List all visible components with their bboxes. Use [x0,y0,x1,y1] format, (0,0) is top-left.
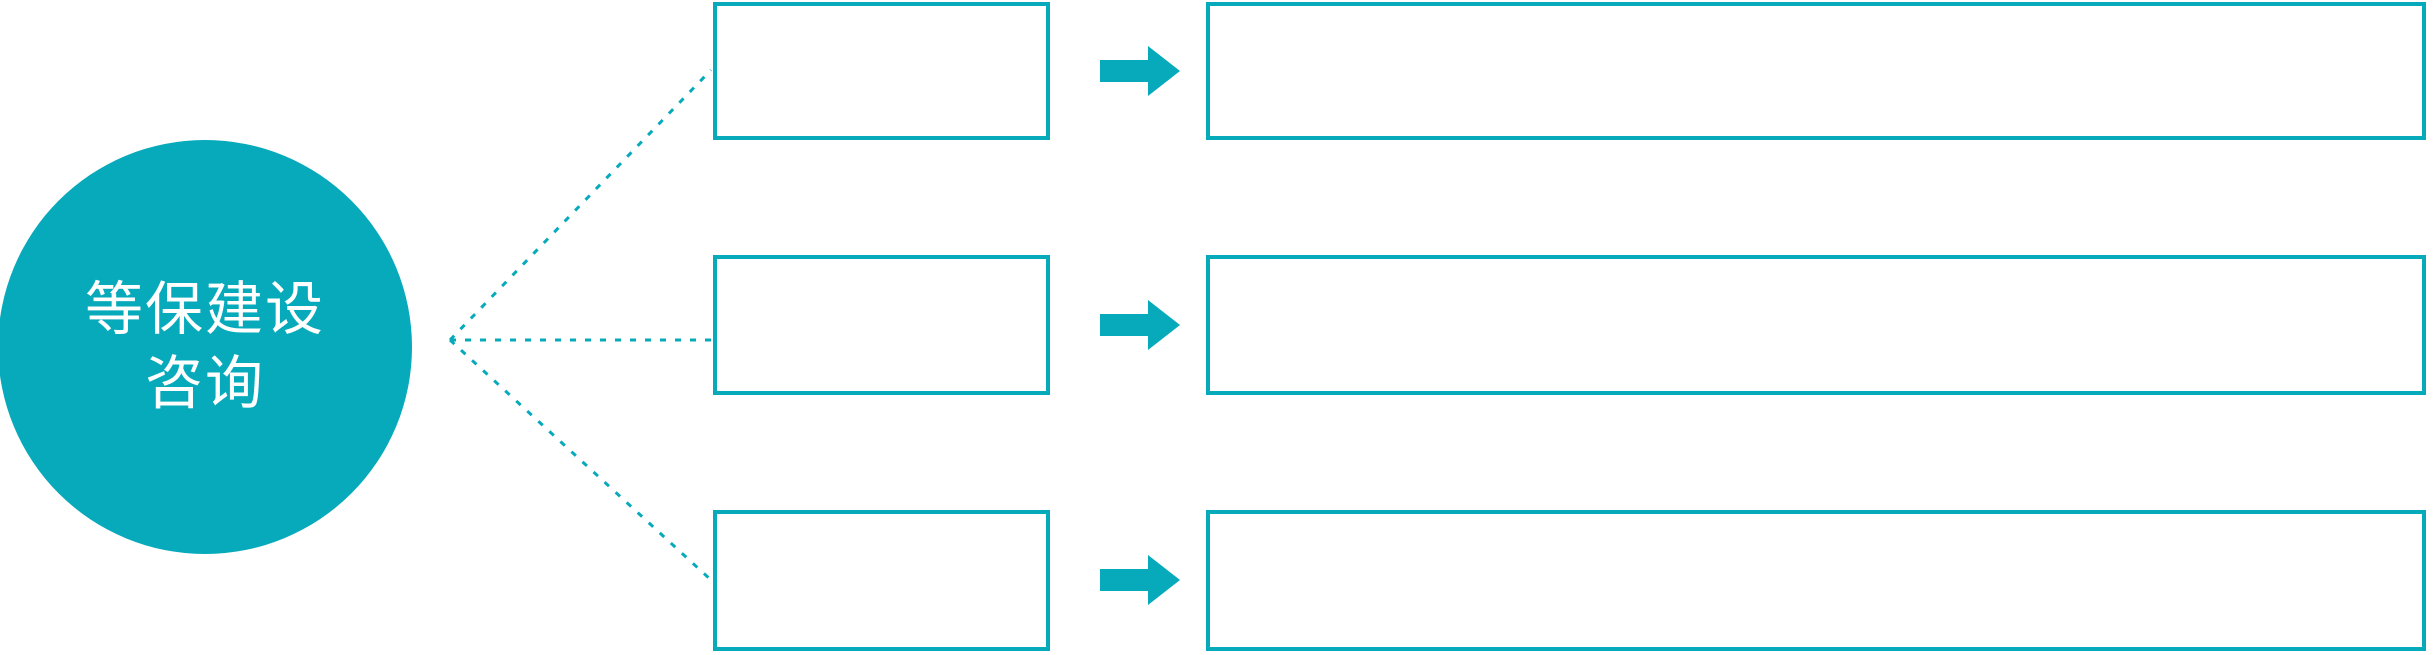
detail-box-1[interactable] [1206,2,2426,140]
arrow-right-icon-1 [1100,44,1180,98]
connector-line-3 [448,338,713,582]
label-box-1[interactable] [713,2,1050,140]
detail-box-2[interactable] [1206,255,2426,395]
label-box-2[interactable] [713,255,1050,395]
hub-title-line-2: 咨询 [144,351,265,416]
hub-circle[interactable]: 等保建设 咨询 [0,140,412,554]
arrow-right-icon-2 [1100,298,1180,352]
arrow-right-icon-3 [1100,553,1180,607]
label-box-3[interactable] [713,510,1050,651]
detail-box-3[interactable] [1206,510,2426,651]
hub-title-line-1: 等保建设 [84,276,325,342]
connector-line-1 [448,68,713,342]
